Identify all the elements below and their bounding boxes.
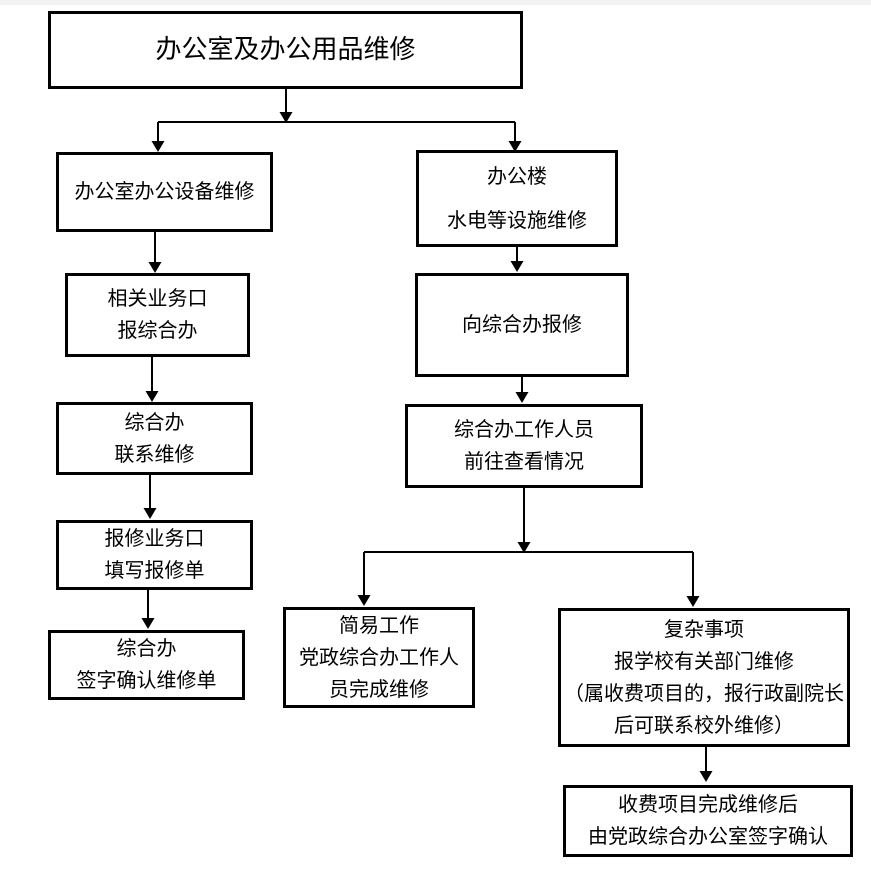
node-text-line: 报修业务口 [104, 528, 205, 550]
arrowhead-down-icon [515, 392, 529, 403]
node-text-line: 党政综合办工作人 [299, 646, 459, 669]
page-top-edge [0, 0, 871, 5]
flow-node-office-building-facilities: 办公楼 水电等设施维修 [416, 150, 618, 247]
node-text-line: 后可联系校外维修） [614, 714, 794, 737]
flow-node-fill-repair-form: 报修业务口 填写报修单 [56, 520, 253, 590]
flow-node-report-related-business: 相关业务口 报综合办 [65, 273, 250, 357]
node-text-line: （属收费项目的，报行政副院长 [564, 682, 844, 705]
arrowhead-down-icon [517, 542, 531, 553]
flow-node-title: 办公室及办公用品维修 [48, 11, 523, 89]
arrowhead-down-icon [148, 262, 162, 273]
flow-node-paid-project-sign: 收费项目完成维修后 由党政综合办公室签字确认 [563, 785, 853, 857]
node-text-line: 相关业务口 [107, 288, 208, 310]
node-text-line: 由党政综合办公室签字确认 [588, 826, 828, 848]
node-text-line: 综合办 [116, 638, 177, 660]
node-text-line: 员完成维修 [329, 678, 429, 701]
flow-node-report-to-general-office: 向综合办报修 [415, 273, 629, 377]
node-text-line: 收费项目完成维修后 [618, 794, 798, 816]
node-text-line: 复杂事项 [664, 618, 744, 641]
arrowhead-down-icon [145, 391, 159, 402]
node-text-line: 报学校有关部门维修 [614, 650, 794, 673]
flow-node-simple-work: 简易工作 党政综合办工作人 员完成维修 [283, 607, 475, 708]
arrowhead-down-icon [699, 771, 713, 782]
node-text-line: 综合办 [124, 411, 185, 434]
node-text-line: 办公室办公设备维修 [74, 181, 255, 203]
arrowhead-down-icon [279, 112, 293, 123]
node-text-line: 综合办工作人员 [454, 419, 594, 441]
node-text-line: 办公楼 [487, 165, 547, 188]
node-text-line: 水电等设施维修 [447, 209, 587, 232]
flow-node-complex-matter: 复杂事项 报学校有关部门维修 （属收费项目的，报行政副院长 后可联系校外维修） [558, 608, 850, 747]
node-text-line: 联系维修 [114, 443, 195, 466]
arrowhead-down-icon [143, 508, 157, 519]
node-text-line: 前往查看情况 [464, 451, 584, 473]
node-text-line: 填写报修单 [104, 560, 205, 582]
node-text-line: 向综合办报修 [462, 314, 582, 336]
flow-node-general-office-contact-repair: 综合办 联系维修 [56, 402, 253, 475]
arrowhead-down-icon [151, 141, 165, 152]
node-text-line: 办公室及办公用品维修 [155, 35, 416, 64]
flow-node-staff-site-check: 综合办工作人员 前往查看情况 [405, 404, 643, 488]
flow-node-office-equipment-repair: 办公室办公设备维修 [56, 152, 273, 232]
arrowhead-down-icon [141, 618, 155, 629]
arrowhead-down-icon [357, 595, 371, 606]
node-text-line: 报综合办 [117, 320, 198, 342]
arrowhead-down-icon [686, 596, 700, 607]
node-text-line: 简易工作 [339, 614, 419, 637]
node-text-line: 签字确认维修单 [76, 670, 217, 692]
arrowhead-down-icon [510, 261, 524, 272]
flow-node-general-office-sign-confirm: 综合办 签字确认维修单 [48, 630, 245, 700]
